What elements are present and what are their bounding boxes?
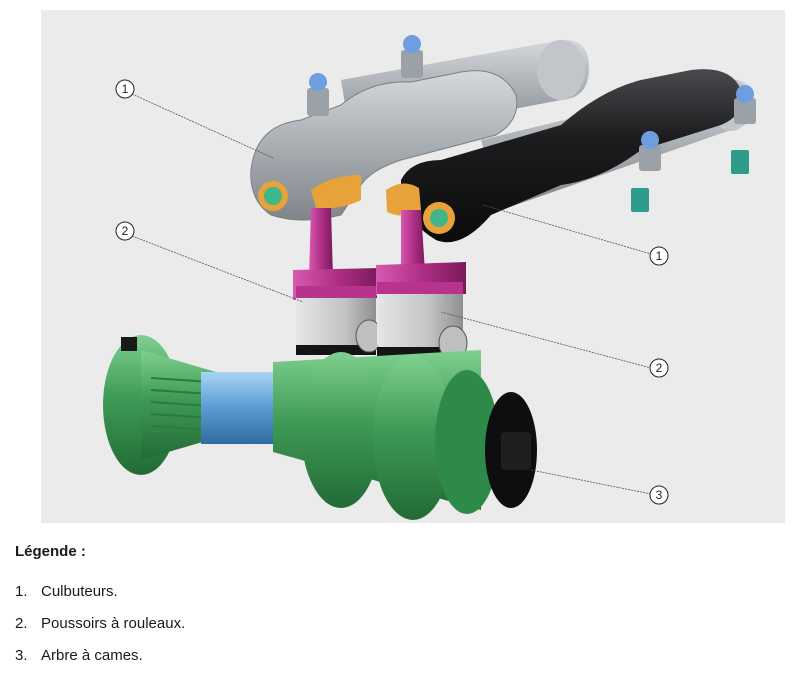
nut-icon bbox=[401, 35, 423, 78]
legend-item-label: Poussoirs à rouleaux. bbox=[41, 615, 186, 632]
callout-1-right: 1 bbox=[482, 204, 669, 266]
svg-text:2: 2 bbox=[656, 361, 663, 375]
svg-text:3: 3 bbox=[656, 488, 663, 502]
rocker-arm-grey bbox=[250, 70, 518, 221]
rocker-arm-black bbox=[386, 69, 742, 243]
legend-item-number: 2. bbox=[15, 615, 28, 632]
svg-text:1: 1 bbox=[656, 249, 663, 263]
callout-3: 3 bbox=[530, 469, 669, 505]
legend-item: 2. Poussoirs à rouleaux. bbox=[15, 615, 185, 647]
legend-item: 3. Arbre à cames. bbox=[15, 647, 185, 679]
nut-icon bbox=[631, 131, 661, 212]
svg-text:1: 1 bbox=[122, 82, 129, 96]
callout-1-top: 1 bbox=[115, 79, 274, 159]
roller-pushrod-right bbox=[376, 210, 468, 361]
nut-icon bbox=[731, 85, 756, 174]
callout-2-right: 2 bbox=[440, 311, 669, 378]
mechanism-drawing: 1 2 1 2 3 bbox=[103, 35, 756, 520]
legend-item-label: Arbre à cames. bbox=[41, 647, 143, 664]
legend-item-label: Culbuteurs. bbox=[41, 583, 118, 600]
legend-item-number: 1. bbox=[15, 583, 28, 600]
svg-text:2: 2 bbox=[122, 224, 129, 238]
legend-item-number: 3. bbox=[15, 647, 28, 664]
legend-title: Légende : bbox=[15, 543, 86, 560]
camshaft bbox=[103, 335, 537, 520]
legend-item: 1. Culbuteurs. bbox=[15, 583, 185, 615]
legend-list: 1. Culbuteurs. 2. Poussoirs à rouleaux. 3.… bbox=[15, 583, 185, 679]
roller-pushrod-left bbox=[293, 208, 383, 355]
callout-2-left: 2 bbox=[115, 221, 304, 303]
mechanism-figure: 1 2 1 2 3 bbox=[41, 10, 785, 523]
nut-icon bbox=[307, 73, 329, 116]
